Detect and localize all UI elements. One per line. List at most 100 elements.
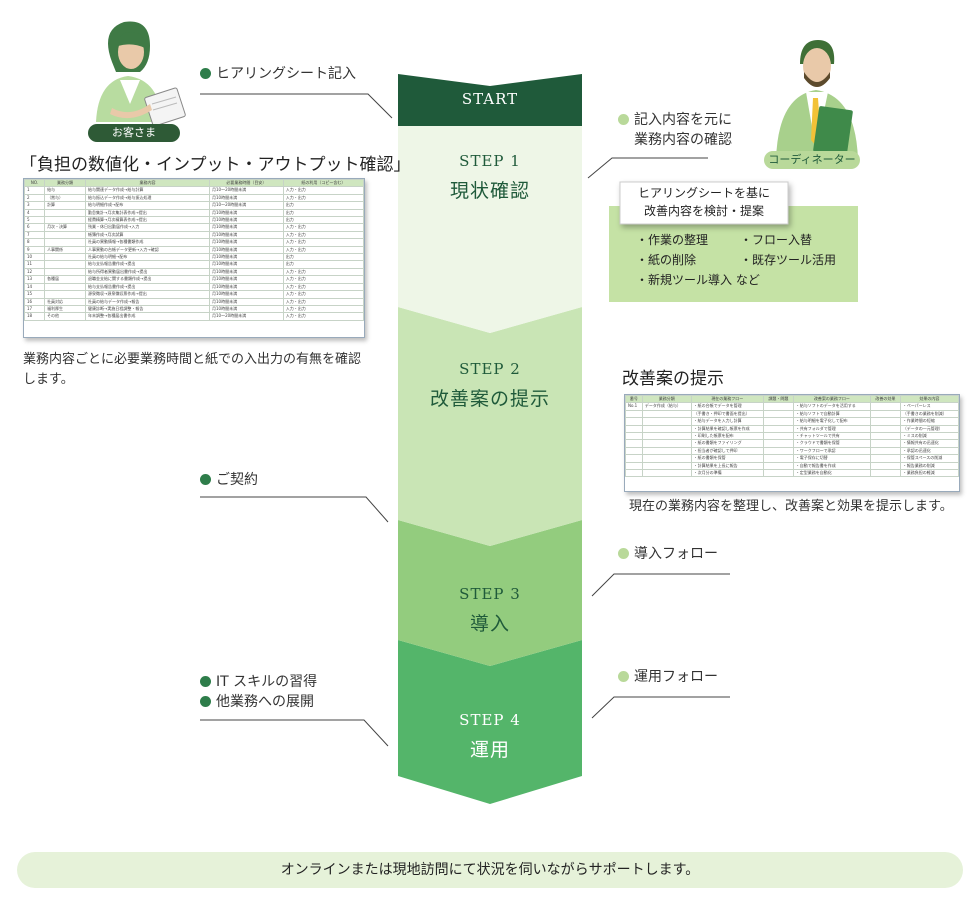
- step-start-label: START: [461, 90, 519, 108]
- hearing-caption: 業務内容ごとに必要業務時間と紙での入出力の有無を確認します。: [23, 352, 362, 387]
- improve-table-cell: [870, 432, 901, 441]
- hearing-table-cell: 福利厚生: [44, 304, 86, 314]
- hearing-table-header-cell: 紙の利用（コピー含む）: [282, 178, 365, 188]
- hearing-table-cell: 18: [23, 312, 46, 321]
- dot-icon: [618, 114, 629, 125]
- hearing-table-cell: 月10時間未満: [209, 282, 284, 292]
- connector-contract: [200, 496, 389, 523]
- improve-table-cell: [763, 424, 794, 434]
- improve-table-cell: [870, 446, 901, 456]
- hearing-table-cell: 給与支払報告書作成→提出: [85, 282, 210, 292]
- hearing-table-cell: 入力・出力: [282, 282, 365, 292]
- skill-notes: IT スキルの習得 他業務への展開: [200, 672, 317, 712]
- improve-table-cell: [641, 454, 692, 463]
- hearing-table-cell: 勤怠集計→月次集計表作成→提出: [85, 208, 210, 218]
- connector-ops: [591, 696, 730, 719]
- step-1-title: 現状確認: [449, 180, 530, 202]
- hearing-table-cell: [44, 267, 86, 277]
- improve-table-header-cell: 改善の効果: [870, 394, 901, 404]
- improve-table-row: ・紙の書類を保管・電子保存に切替・保管スペースの削減: [625, 454, 960, 463]
- hearing-table-cell: 社員の給与データ作成→報告: [85, 297, 210, 306]
- proposal-item-1: ・作業の整理: [636, 233, 709, 247]
- hearing-table-cell: 入力・出力: [282, 223, 365, 232]
- hearing-table-cell: [44, 238, 86, 247]
- hearing-table-cell: 月10～20時間未満: [209, 186, 284, 195]
- hearing-table-cell: 月10時間未満: [209, 275, 284, 284]
- improve-table-row: ・担当者が確認して押印・ワークフローで承認・承認の迅速化: [625, 446, 960, 456]
- improve-table-cell: ・計算結果を確認し帳票を作成: [690, 424, 765, 434]
- improve-table-cell: [763, 409, 794, 419]
- hearing-table-cell: 月10時間未満: [209, 297, 284, 306]
- hearing-table-cell: [44, 260, 86, 269]
- improve-table-cell: [870, 402, 901, 411]
- improve-table-cell: [625, 454, 643, 463]
- improve-table-cell: [641, 439, 692, 448]
- hearing-table-cell: 9: [23, 245, 46, 255]
- hearing-table-cell: 入力・出力: [282, 230, 365, 240]
- improve-table-cell: [763, 439, 794, 448]
- hearing-table-cell: 14: [23, 282, 46, 292]
- improve-table-cell: [641, 432, 692, 441]
- hearing-note: ヒアリングシート記入: [200, 64, 356, 84]
- improve-table-row: ・印刷した帳票を配布・チャットツールで共有・ミスの削減: [625, 432, 960, 441]
- improve-table-cell: ・紙の台帳でデータを管理: [690, 402, 765, 411]
- hearing-table-cell: 月10時間未満: [209, 238, 284, 247]
- improve-table-cell: ・報告業務の削減: [899, 461, 960, 471]
- hearing-table-cell: 16: [23, 297, 46, 306]
- hearing-table-cell: 5: [23, 216, 46, 225]
- intro-follow-note: 導入フォロー: [618, 544, 718, 564]
- improve-table-cell: ・情報共有の迅速化: [899, 439, 960, 448]
- contract-note-text: ご契約: [216, 472, 258, 488]
- improve-table-cell: ・業務負担の軽減: [899, 469, 960, 478]
- hearing-table-row: 14 給与支払報告書作成→提出月10時間未満入力・出力: [23, 282, 365, 292]
- improve-table-cell: [870, 454, 901, 463]
- improve-table-cell: ・給与ソフトのデータを活用する: [792, 402, 872, 411]
- improve-table-cell: [641, 461, 692, 471]
- step-2-title: 改善案の提示: [429, 388, 550, 410]
- hearing-table-cell: 月10時間未満: [209, 216, 284, 225]
- skill-note-1: IT スキルの習得: [200, 672, 317, 692]
- improve-table-cell: [625, 469, 643, 478]
- hearing-table-cell: 入力・出力: [282, 186, 365, 195]
- coordinator-illustration: [776, 40, 858, 160]
- coordinator-badge-bg: [764, 151, 860, 169]
- proposal-item-4: ・既存ツール活用: [740, 253, 837, 267]
- start-shape: [398, 74, 582, 126]
- improve-table-row: ・計算結果を上長に報告・自動で報告書を作成・報告業務の削減: [625, 461, 960, 471]
- improve-table-cell: [625, 446, 643, 456]
- hearing-table-cell: 月10時間未満: [209, 193, 284, 203]
- dot-icon: [200, 676, 211, 687]
- hearing-table-cell: 入力・出力: [282, 275, 365, 284]
- hearing-table-cell: 給与支払報告書作成→提出: [85, 260, 210, 269]
- hearing-table-header-cell: NO.: [23, 178, 46, 188]
- dot-icon: [618, 548, 629, 559]
- improve-title: 改善案の提示: [622, 369, 724, 389]
- hearing-table-cell: 入力・出力: [282, 245, 365, 255]
- improve-table-cell: ・クラウドで書類を保管: [792, 439, 872, 448]
- ops-follow-text: 運用フォロー: [634, 669, 718, 685]
- improve-table-header-cell: 効果の内容: [899, 394, 960, 404]
- proposal-box-title-2: 改善内容を検討・提案: [643, 204, 764, 218]
- improve-table-row: ・次月分の準備・定型業務を自動化・業務負担の軽減: [625, 469, 960, 478]
- connector-skill: [200, 719, 389, 747]
- dot-icon: [200, 68, 211, 79]
- improve-table: 番号業務分類現在の業務フロー課題・問題改善案の業務フロー改善の効果効果の内容 N…: [624, 394, 960, 492]
- hearing-table-cell: 入力・出力: [282, 304, 365, 314]
- hearing-table-cell: 退職金支給に関する書類作成→提出: [85, 275, 210, 284]
- improve-table-cell: （手書きの業務を削減）: [899, 409, 960, 419]
- hearing-table-cell: 帳簿作成→月次試算: [85, 230, 210, 240]
- hearing-table-cell: 月10時間未満: [209, 245, 284, 255]
- improve-table-cell: [641, 409, 692, 419]
- skill-note-2: 他業務への展開: [200, 692, 317, 712]
- improve-table-cell: ・承認の迅速化: [899, 446, 960, 456]
- hearing-table-header-cell: 業務分類: [44, 178, 86, 188]
- improve-table-cell: ・計算結果を上長に報告: [690, 461, 765, 471]
- hearing-table-cell: 月10～20時間未満: [209, 312, 284, 321]
- improve-table-cell: データ作成（給与）: [641, 402, 692, 411]
- hearing-table-cell: 12: [23, 267, 46, 277]
- hearing-table-cell: 出力: [282, 216, 365, 225]
